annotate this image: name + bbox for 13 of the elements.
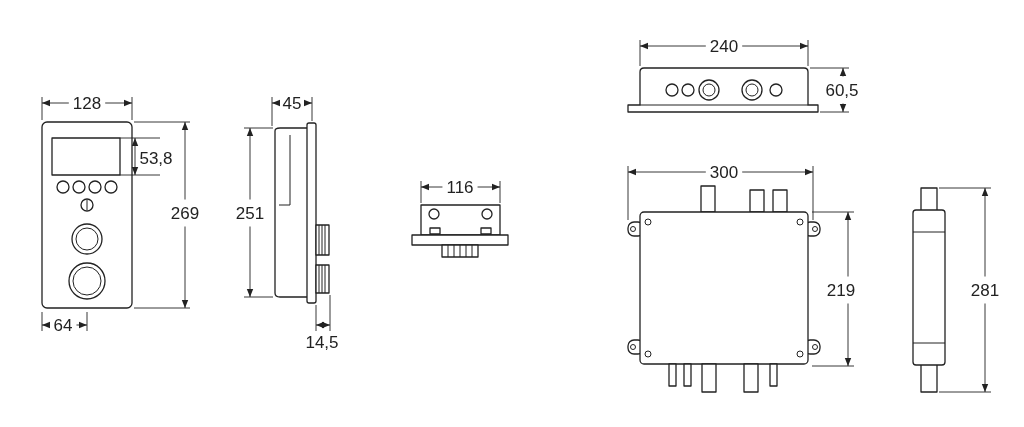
dimension-value: 251 — [235, 203, 265, 223]
dimension-value: 240 — [709, 36, 739, 56]
dimension-value: 219 — [826, 280, 856, 300]
dimension-value: 116 — [446, 177, 474, 197]
dimension-value: 269 — [170, 203, 200, 223]
dimension-value: 45 — [282, 93, 302, 113]
dimension-value: 281 — [970, 280, 1000, 300]
dimension-value: 60,5 — [825, 80, 859, 100]
dimension-value: 300 — [709, 162, 739, 182]
dimension-value: 53,8 — [139, 148, 173, 168]
dimension-value: 14,5 — [305, 332, 339, 352]
dimension-value: 128 — [72, 93, 102, 113]
dimension-value: 64 — [53, 315, 73, 335]
